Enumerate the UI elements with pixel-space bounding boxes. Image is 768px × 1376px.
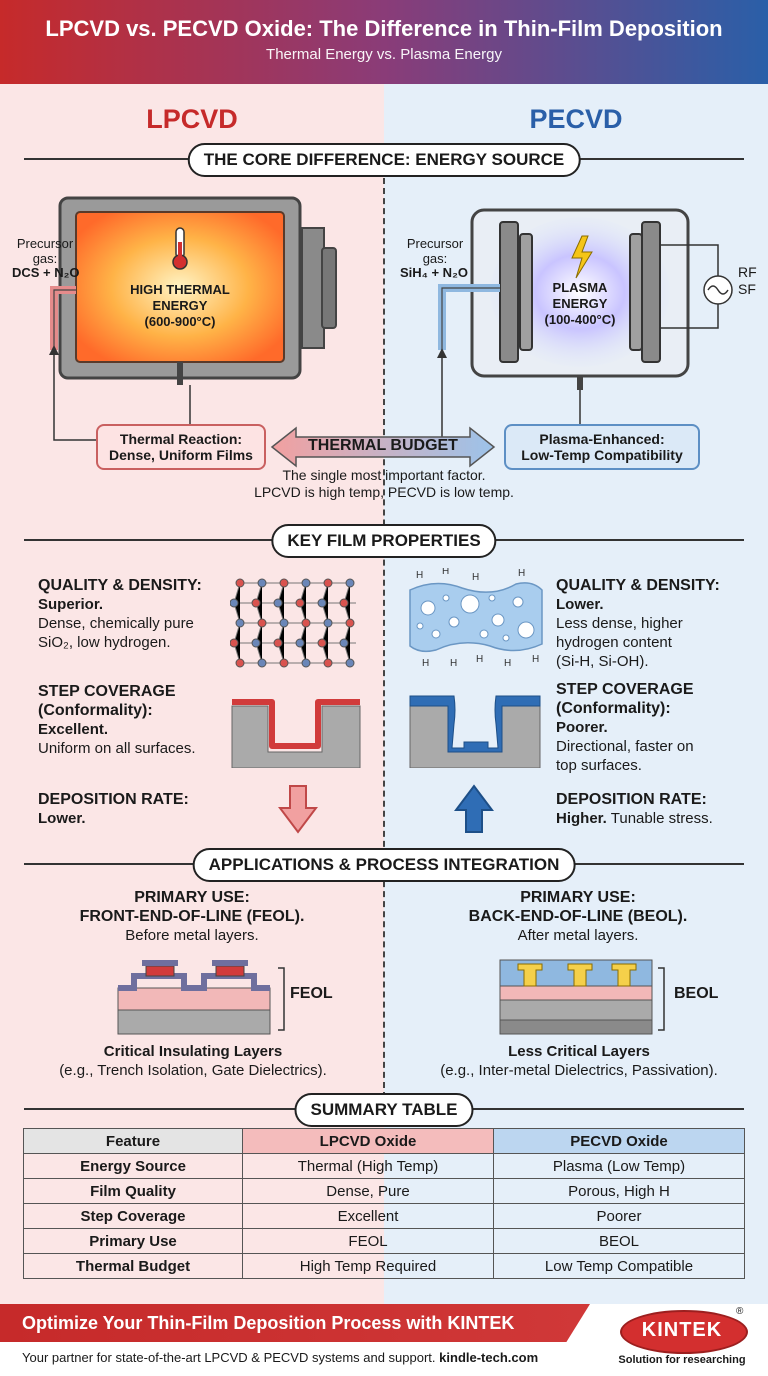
pecvd-rate-up-arrow-icon: [454, 784, 494, 833]
table-cell: High Temp Required: [242, 1253, 494, 1279]
beol-use-text: PRIMARY USE: BACK-END-OF-LINE (BEOL). Af…: [468, 889, 688, 944]
lpcvd-result-box: Thermal Reaction: Dense, Uniform Films: [96, 424, 266, 470]
table-row: Energy Source Thermal (High Temp) Plasma…: [23, 1153, 745, 1179]
footer-cta-band: [0, 1304, 590, 1342]
svg-text:H: H: [518, 568, 525, 579]
lpcvd-rate-down-arrow-icon: [278, 785, 318, 834]
beol-stack-diagram: [499, 959, 665, 1035]
beol-tag: BEOL: [674, 985, 719, 1002]
table-cell: Film Quality: [23, 1178, 243, 1204]
feol-tag: FEOL: [290, 985, 333, 1002]
table-cell: Plasma (Low Temp): [493, 1153, 745, 1179]
pecvd-energy-label: PLASMA ENERGY (100-400°C): [544, 280, 616, 327]
section-summary-title: SUMMARY TABLE: [294, 1093, 474, 1127]
table-row: Step Coverage Excellent Poorer: [23, 1203, 745, 1229]
svg-text:H: H: [504, 658, 511, 668]
summary-table: Feature LPCVD Oxide PECVD Oxide Energy S…: [23, 1128, 745, 1279]
kintek-logo-text: KINTEK: [641, 1319, 723, 1341]
lpcvd-rate-text: DEPOSITION RATE: Lower.: [38, 791, 189, 827]
lpcvd-precursor-gas: DCS + N₂O: [12, 265, 80, 280]
footer-tagline: Your partner for state-of-the-art LPCVD …: [22, 1350, 539, 1365]
kintek-logo: [620, 1310, 748, 1354]
table-cell: Low Temp Compatible: [493, 1253, 745, 1279]
feol-critical-text: Critical Insulating Layers (e.g., Trench…: [59, 1043, 327, 1079]
pecvd-nonconformal-step-icon: [409, 695, 541, 768]
thermal-budget-note: The single most important factor. LPCVD …: [254, 467, 514, 500]
svg-text:H: H: [450, 658, 457, 668]
table-cell: Porous, High H: [493, 1178, 745, 1204]
feol-use-text: PRIMARY USE: FRONT-END-OF-LINE (FEOL). B…: [79, 889, 305, 944]
pecvd-column-title: PECVD: [529, 104, 623, 134]
lpcvd-column-title: LPCVD: [146, 104, 238, 134]
table-header: Feature: [23, 1128, 243, 1154]
lpcvd-furnace-diagram: [49, 196, 337, 441]
lpcvd-energy-label: HIGH THERMAL ENERGY (600-900°C): [130, 282, 230, 329]
table-cell: Poorer: [493, 1203, 745, 1229]
table-row: Thermal Budget High Temp Required Low Te…: [23, 1253, 745, 1279]
svg-text:H: H: [476, 654, 483, 665]
table-cell: Dense, Pure: [242, 1178, 494, 1204]
kintek-logo-subtitle: Solution for researching: [618, 1354, 746, 1366]
pecvd-precursor-label: Precursor gas:: [406, 236, 464, 266]
table-row: Film Quality Dense, Pure Porous, High H: [23, 1178, 745, 1204]
table-row: Primary Use FEOL BEOL: [23, 1228, 745, 1254]
lpcvd-step-text: STEP COVERAGE (Conformality): Excellent.…: [38, 683, 196, 757]
table-cell: Excellent: [242, 1203, 494, 1229]
pecvd-result-box: Plasma-Enhanced: Low-Temp Compatibility: [504, 424, 700, 470]
pecvd-rate-text: DEPOSITION RATE: Higher. Tunable stress.: [556, 791, 713, 827]
pecvd-quality-text: QUALITY & DENSITY: Lower. Less dense, hi…: [556, 577, 720, 670]
table-cell: BEOL: [493, 1228, 745, 1254]
table-header-row: Feature LPCVD Oxide PECVD Oxide: [23, 1128, 745, 1154]
pecvd-precursor-gas: SiH₄ + N₂O: [400, 265, 468, 280]
header: LPCVD vs. PECVD Oxide: The Difference in…: [0, 0, 768, 84]
table-cell: Energy Source: [23, 1153, 243, 1179]
page-subtitle: Thermal Energy vs. Plasma Energy: [266, 46, 502, 63]
lpcvd-crystal-lattice-icon: [230, 578, 356, 668]
lpcvd-conformal-step-icon: [231, 699, 361, 768]
table-header: PECVD Oxide: [493, 1128, 745, 1154]
footer-cta: Optimize Your Thin-Film Deposition Proce…: [22, 1313, 515, 1333]
page-title: LPCVD vs. PECVD Oxide: The Difference in…: [45, 16, 723, 41]
lpcvd-precursor-label: Precursor gas:: [16, 236, 74, 266]
pecvd-chamber-diagram: [437, 208, 733, 444]
svg-text:H: H: [416, 570, 423, 581]
section-apps-title: APPLICATIONS & PROCESS INTEGRATION: [192, 848, 576, 882]
pecvd-porous-film-icon: H H H H H H H H H: [409, 568, 543, 668]
table-cell: Step Coverage: [23, 1203, 243, 1229]
thermal-budget-arrow: [270, 426, 496, 468]
footer: Optimize Your Thin-Film Deposition Proce…: [0, 1304, 768, 1376]
pecvd-step-text: STEP COVERAGE (Conformality): Poorer. Di…: [556, 681, 694, 774]
table-cell: Thermal Budget: [23, 1253, 243, 1279]
table-cell: Thermal (High Temp): [242, 1153, 494, 1179]
table-cell: Primary Use: [23, 1228, 243, 1254]
beol-critical-text: Less Critical Layers (e.g., Inter-metal …: [440, 1043, 718, 1079]
svg-text:H: H: [442, 568, 449, 577]
feol-stack-diagram: [117, 960, 285, 1035]
footer-website-link[interactable]: kindle-tech.com: [439, 1350, 539, 1365]
svg-text:H: H: [422, 658, 429, 668]
rf-source-label: RF SF: [738, 264, 757, 297]
column-divider: [383, 178, 385, 1098]
section-core-title: THE CORE DIFFERENCE: ENERGY SOURCE: [187, 143, 581, 177]
table-header: LPCVD Oxide: [242, 1128, 494, 1154]
svg-text:H: H: [472, 572, 479, 583]
lpcvd-quality-text: QUALITY & DENSITY: Superior. Dense, chem…: [38, 577, 202, 651]
registered-mark: ®: [736, 1306, 744, 1317]
thermal-budget-label: THERMAL BUDGET: [308, 437, 458, 454]
svg-text:H: H: [532, 654, 539, 665]
table-cell: FEOL: [242, 1228, 494, 1254]
section-props-title: KEY FILM PROPERTIES: [271, 524, 497, 558]
